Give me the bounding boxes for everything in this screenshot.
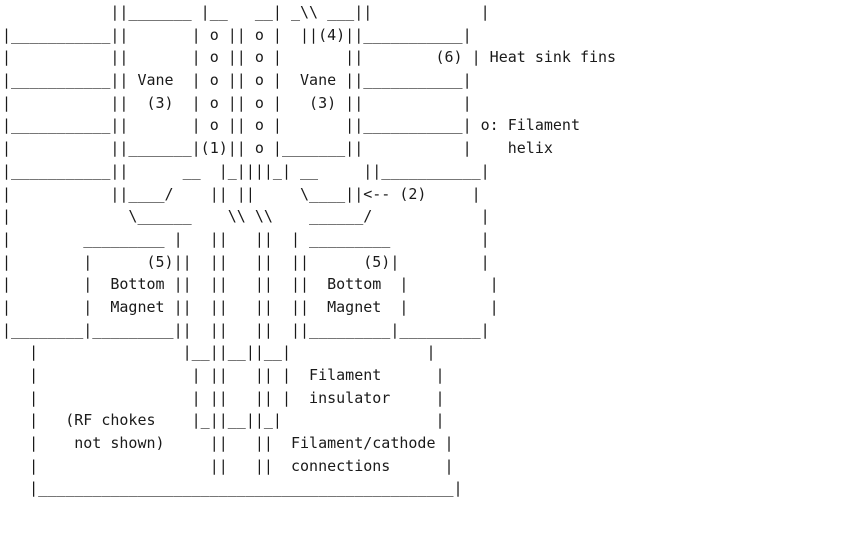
diagram-line: | | Bottom || || || || Bottom | | xyxy=(2,275,499,294)
diagram-line: | || (3) | o || o | (3) || | xyxy=(2,93,472,112)
diagram-line: ||_______ |__ __| _\\ ___|| | xyxy=(2,3,490,21)
diagram-line: | || || connections | xyxy=(2,456,454,475)
diagram-line: | not shown) || || Filament/cathode | xyxy=(2,434,454,453)
diagram-line: | ||____/ || || \____||<-- (2) | xyxy=(2,184,481,203)
diagram-line: | ||_______|(1)|| o |_______|| | helix xyxy=(2,139,553,158)
diagram-line: |___________|| __ |_||||_| __ ||________… xyxy=(2,161,490,180)
diagram-line: | \______ \\ \\ ______/ | xyxy=(2,207,490,226)
diagram-line: | _________ | || || | _________ | xyxy=(2,229,490,248)
diagram-line: |_______________________________________… xyxy=(2,479,463,498)
diagram-line: |___________|| | o || o | ||(4)||_______… xyxy=(2,25,472,44)
diagram-line: |___________|| Vane | o || o | Vane ||__… xyxy=(2,71,472,90)
diagram-line: | (RF chokes |_||__||_| | xyxy=(2,411,445,430)
diagram-line: |___________|| | o || o | ||___________|… xyxy=(2,116,580,135)
diagram-line: | |__||__||__| | xyxy=(2,343,436,362)
diagram-line: | | || || | insulator | xyxy=(2,388,445,407)
diagram-line: | || | o || o | || (6) | Heat sink fins xyxy=(2,48,617,67)
diagram-line: | | (5)|| || || || (5)| | xyxy=(2,252,490,271)
diagram-line: | | || || | Filament | xyxy=(2,366,445,384)
diagram-line: | | Magnet || || || || Magnet | | xyxy=(2,297,499,316)
diagram-line: |________|_________|| || || ||_________|… xyxy=(2,320,490,339)
